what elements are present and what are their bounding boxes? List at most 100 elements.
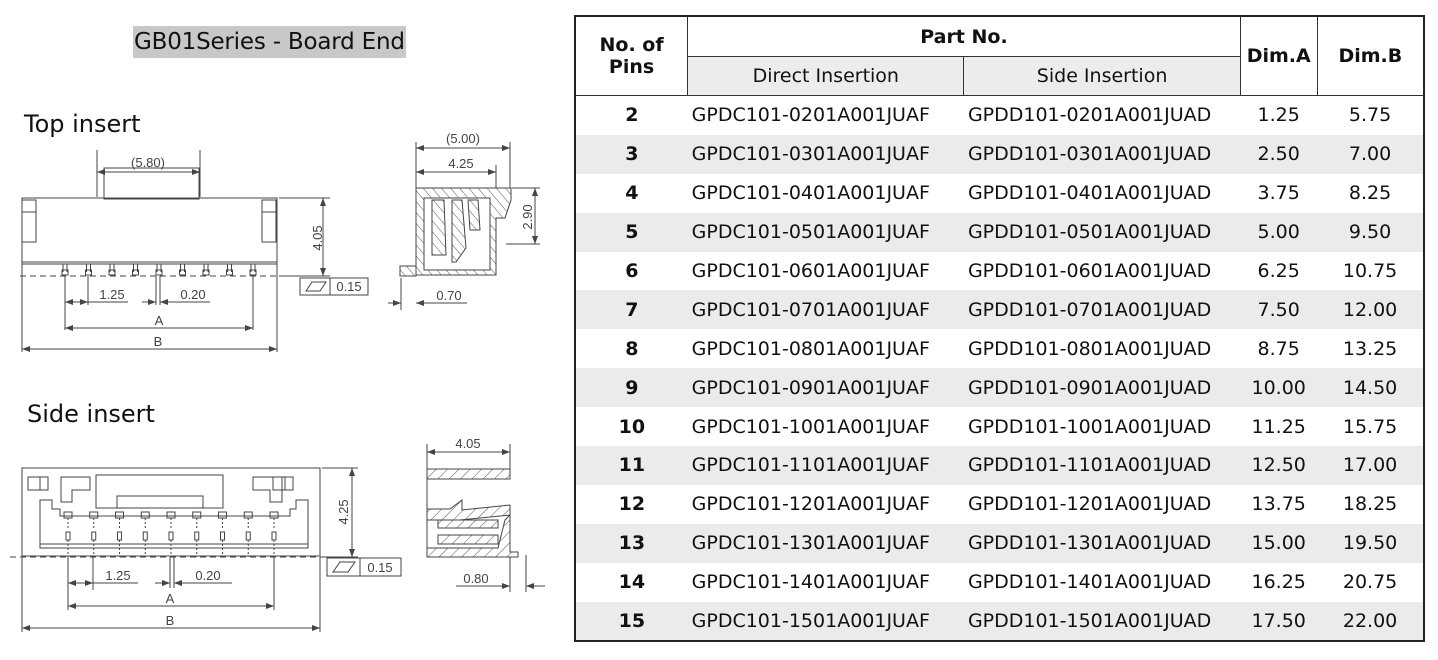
pin-glyph [63,511,73,557]
pin-glyph [108,264,116,276]
top-insert-front-drawing: (5.80) 4.05 1.25 0.20 A B 0.15 [20,150,369,352]
cell-side-insertion: GPDD101-0801A001JUAD [967,337,1212,360]
dim-label-pitch: 1.25 [105,568,130,583]
cell-dim-b: 18.25 [1342,493,1398,516]
cell-dim-a: 1.25 [1240,94,1318,135]
header-pins: No. of Pins [574,15,689,96]
cell-side-insertion: GPDD101-1301A001JUAD [963,523,1241,563]
cell-side-insertion: GPDD101-0501A001JUAD [963,212,1241,252]
cell-direct-insertion: GPDC101-1101A001JUAF [687,446,964,485]
cell-dim-a: 7.50 [1240,290,1318,330]
cell-pins: 13 [575,523,688,563]
cell-pins: 9 [575,368,688,408]
cell-side-insertion: GPDD101-1201A001JUAD [967,493,1212,516]
cell-direct-insertion: GPDC101-0201A001JUAF [687,94,964,135]
cell-dim-b: 8.25 [1348,182,1392,205]
cell-dim-a: 2.50 [1240,134,1318,174]
cell-dim-b: 13.25 [1342,337,1398,360]
cell-dim-a: 8.75 [1257,337,1300,360]
pin-glyph [89,511,99,557]
cell-direct-insertion: GPDC101-0501A001JUAF [687,212,964,252]
cell-pins: 14 [618,571,646,594]
header-pins-line1: No. of [599,34,664,56]
cell-dim-a: 6.25 [1257,260,1300,282]
dim-label-height: 4.05 [310,225,325,250]
cell-side-insertion: GPDD101-0701A001JUAD [963,290,1241,330]
cell-side-insertion: GPDD101-0401A001JUAD [967,182,1212,205]
cell-direct-insertion: GPDC101-0301A001JUAF [687,134,964,174]
cell-dim-a: 13.75 [1251,493,1306,516]
dim-label-lead: 0.70 [436,288,461,303]
cell-dim-a: 5.00 [1240,212,1318,252]
pin-glyph [132,264,139,276]
pin-glyph [166,511,176,557]
dim-label-body: 4.05 [455,436,480,451]
pin-glyph [179,264,186,276]
cell-pins: 5 [575,212,688,252]
side-insert-label: Side insert [27,400,155,428]
pin-glyph [192,511,202,557]
cell-direct-insertion: GPDC101-1201A001JUAF [691,493,930,516]
cell-dim-a: 16.25 [1251,571,1306,594]
cell-side-insertion: GPDD101-1501A001JUAD [963,601,1241,642]
cell-pins: 4 [625,182,639,205]
cell-direct-insertion: GPDC101-1401A001JUAF [691,571,930,594]
cell-dim-b: 14.50 [1317,368,1424,408]
cell-dim-b: 22.00 [1317,601,1424,642]
dim-label-side-height: 2.90 [520,204,535,229]
dim-label-pin-width: 0.20 [180,287,205,302]
dim-label-pin-width: 0.20 [195,568,220,583]
cell-dim-a: 15.00 [1240,523,1318,563]
cell-pins: 15 [575,601,688,642]
cell-pins: 8 [625,337,639,360]
flatness-value: 0.15 [367,560,392,575]
cell-side-insertion: GPDD101-0601A001JUAD [967,260,1212,282]
header-dim-b: Dim.B [1316,15,1425,96]
side-insert-pins [63,511,279,557]
dim-label-pitch: 1.25 [99,287,124,302]
header-dim-a: Dim.A [1239,15,1318,96]
pin-glyph [115,511,124,557]
side-insert-front-drawing: 4.25 1.25 0.20 A B 0.15 [10,467,402,632]
pin-glyph [218,511,227,557]
cell-dim-b: 12.00 [1317,290,1424,330]
header-pins-line2: Pins [608,56,655,78]
dim-label-top-width: (5.80) [131,155,165,170]
cell-direct-insertion: GPDC101-0601A001JUAF [691,260,930,282]
cell-dim-b: 9.50 [1317,212,1424,252]
cell-dim-b: 17.00 [1317,446,1424,485]
side-insert-side-drawing: 4.05 0.80 [426,436,545,592]
dim-label-lead: 0.80 [463,571,488,586]
pin-glyph [226,264,233,276]
cell-direct-insertion: GPDC101-1001A001JUAF [691,415,930,438]
cell-dim-b: 15.75 [1342,415,1398,438]
cell-direct-insertion: GPDC101-0801A001JUAF [691,337,930,360]
pin-glyph [243,511,253,557]
dim-label-a: A [166,591,175,606]
flatness-value: 0.15 [336,279,361,294]
cell-direct-insertion: GPDC101-1501A001JUAF [687,601,964,642]
cell-dim-b: 19.50 [1317,523,1424,563]
dim-label-b: B [166,613,175,628]
body-outline [21,197,278,265]
cell-pins: 11 [575,446,688,485]
cell-side-insertion: GPDD101-0201A001JUAD [963,94,1241,135]
table-row: 8 GPDC101-0801A001JUAF GPDD101-0801A001JUA… [575,329,1424,368]
pin-glyph [61,264,69,276]
header-direct-insertion: Direct Insertion [687,56,965,96]
cell-dim-a: 17.50 [1240,601,1318,642]
cell-dim-b: 7.00 [1317,134,1424,174]
cell-dim-b: 20.75 [1342,571,1398,594]
cell-side-insertion: GPDD101-1101A001JUAD [963,446,1241,485]
